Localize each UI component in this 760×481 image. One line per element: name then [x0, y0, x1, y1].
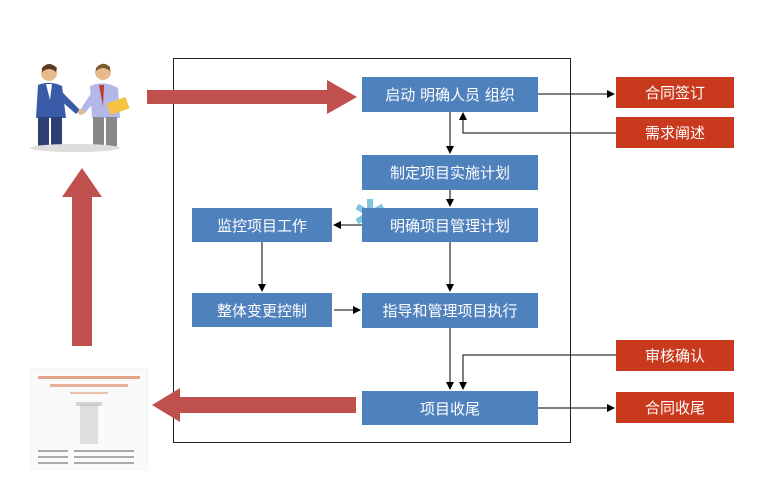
handshake-people-icon [30, 63, 130, 152]
node-monitor: 监控项目工作 [192, 208, 332, 242]
side-contract-sign: 合同签订 [616, 77, 734, 108]
node-plan-mgmt: 明确项目管理计划 [362, 208, 538, 242]
arrow-requirements-to-start [459, 112, 616, 134]
side-requirements: 需求阐述 [616, 117, 734, 148]
node-change-control: 整体变更控制 [192, 293, 332, 327]
big-arrow-right [147, 80, 357, 114]
process-frame [173, 58, 571, 443]
side-contract-close: 合同收尾 [616, 392, 734, 423]
node-direct-manage: 指导和管理项目执行 [362, 293, 538, 328]
node-start: 启动 明确人员 组织 [362, 77, 538, 112]
big-arrow-left [152, 388, 356, 422]
node-plan-impl: 制定项目实施计划 [362, 155, 538, 190]
big-arrow-up [62, 168, 102, 346]
arrow-review-to-close [459, 354, 616, 390]
side-review: 审核确认 [616, 340, 734, 371]
node-close: 项目收尾 [362, 391, 538, 425]
report-document-icon [29, 367, 149, 471]
